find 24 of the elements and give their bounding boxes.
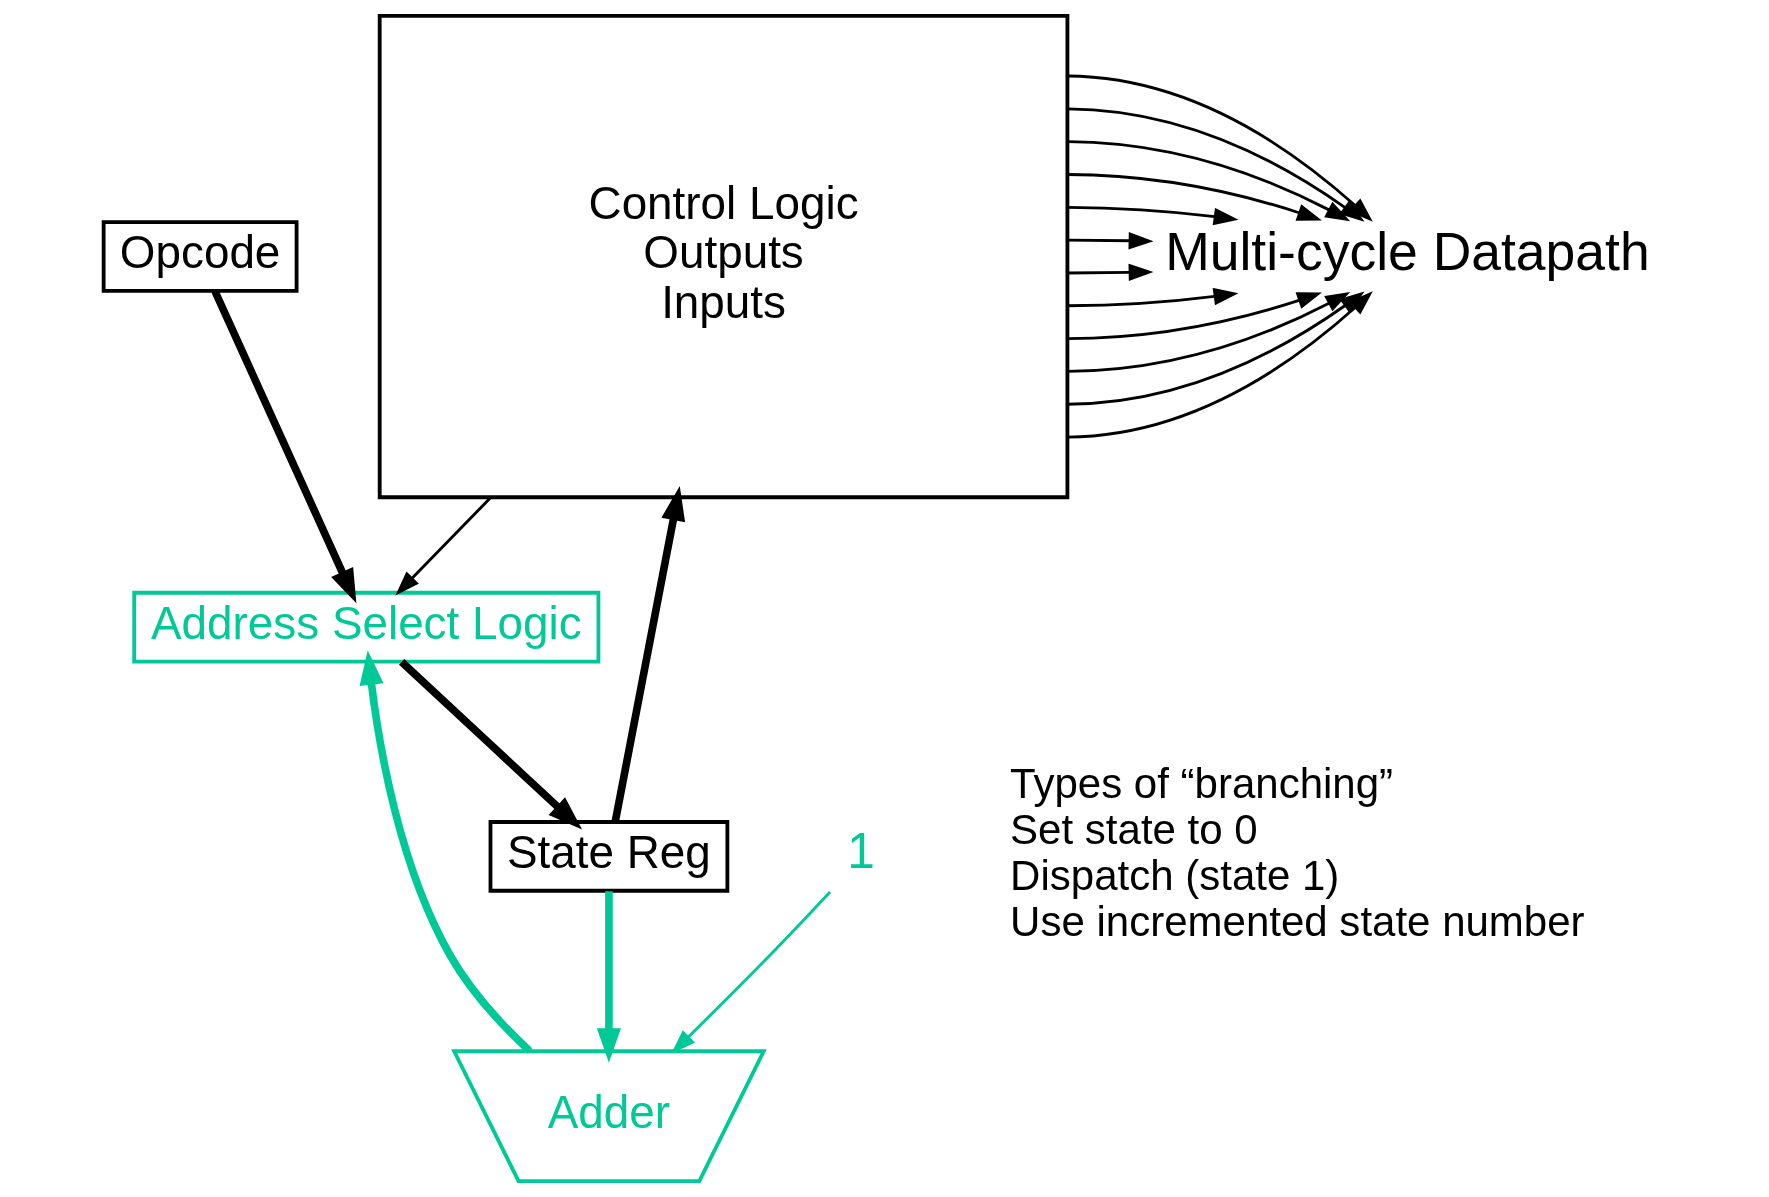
arrow — [1067, 205, 1239, 226]
label: Dispatch (state 1) — [1010, 852, 1340, 900]
label: Set state to 0 — [1010, 806, 1258, 854]
arrow — [1067, 291, 1365, 406]
arrow — [395, 496, 492, 596]
arrow — [1067, 173, 1322, 221]
arrow — [611, 486, 686, 823]
arrow — [359, 650, 533, 1054]
node-box: State Reg — [488, 820, 730, 893]
arrow — [1067, 263, 1154, 282]
arrow — [671, 891, 832, 1054]
arrow — [1067, 292, 1322, 341]
arrow — [1067, 232, 1154, 250]
arrow — [1067, 140, 1351, 222]
arrow — [1067, 287, 1239, 308]
label: Types of “branching” — [1010, 760, 1394, 808]
node-text: Multi-cycle Datapath — [1165, 221, 1650, 281]
node-box: Control Logic Outputs Inputs — [377, 13, 1070, 500]
node-box: Address Select Logic — [132, 590, 601, 664]
arrow — [211, 289, 357, 604]
arrow — [399, 659, 583, 830]
node-box: Opcode — [101, 220, 299, 293]
node-text: 1 — [847, 823, 875, 880]
arrow — [1067, 291, 1351, 373]
